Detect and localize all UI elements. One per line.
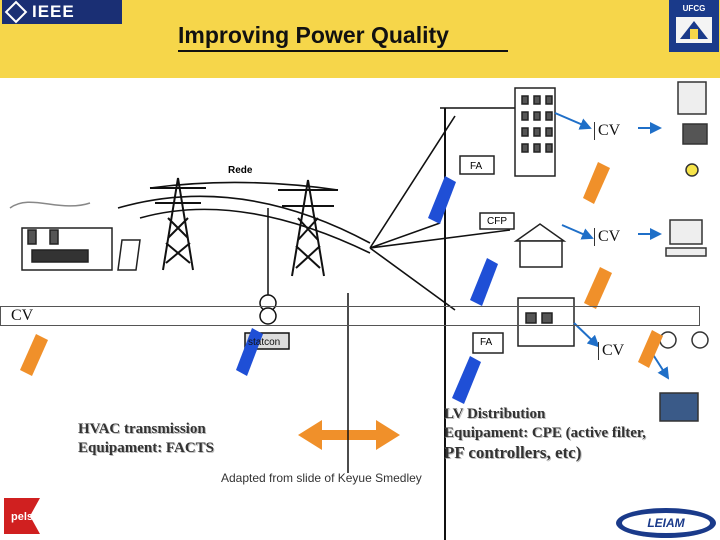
lv-line-3: PF controllers, etc) <box>444 443 582 462</box>
fa-lower-label: FA <box>480 337 493 348</box>
cv-box-lower: CV <box>598 342 628 360</box>
loads <box>659 81 709 422</box>
hvac-line-2: Equipament: FACTS <box>78 440 214 456</box>
cfp-label: CFP <box>487 216 507 227</box>
pels-logo: pels <box>0 490 44 538</box>
blue-arrow <box>428 176 456 224</box>
pels-logo-text: pels <box>11 511 33 523</box>
bulb-icon <box>685 163 699 177</box>
ieee-logo: IEEE <box>2 0 122 24</box>
transmission-tower-left <box>150 177 206 271</box>
ieee-diamond-icon <box>4 0 28 24</box>
credit-text: Adapted from slide of Keyue Smedley <box>221 471 422 485</box>
statcon-label: statcon <box>248 337 281 348</box>
statcon-unit <box>244 208 290 350</box>
blue-arrow <box>470 258 498 306</box>
hvac-text: HVAC transmission Equipament: FACTS <box>78 420 214 458</box>
blue-arrow <box>236 328 263 376</box>
cv-box-top: CV <box>594 122 624 140</box>
lv-line-1: LV Distribution <box>444 406 546 422</box>
hvac-line-1: HVAC transmission <box>78 421 206 437</box>
blue-arrow <box>452 356 481 404</box>
ufcg-logo-text: UFCG <box>682 4 706 13</box>
leiam-logo-text: LEIAM <box>647 516 685 530</box>
power-grid-diagram <box>9 81 709 540</box>
double-arrow <box>298 420 400 450</box>
page-title: Improving Power Quality <box>178 22 449 48</box>
cv-box-middle: CV <box>594 228 624 246</box>
cv-box-left: CV <box>0 306 700 326</box>
fa-upper-label: FA <box>470 161 483 172</box>
orange-arrow <box>638 330 663 368</box>
orange-arrow <box>583 162 610 204</box>
leiam-logo: LEIAM <box>616 508 716 538</box>
tv-icon <box>682 123 708 145</box>
ieee-logo-text: IEEE <box>32 2 75 21</box>
small-blue-arrows <box>554 112 670 380</box>
lv-line-2: Equipament: CPE (active filter, <box>444 425 646 441</box>
lv-text: LV Distribution Equipament: CPE (active … <box>444 405 646 462</box>
orange-arrow <box>20 334 48 376</box>
motor-icon <box>659 392 699 422</box>
rede-label: Rede <box>228 165 253 176</box>
computer-icon <box>669 219 703 245</box>
transmission-tower-right <box>278 179 338 277</box>
header-band: IEEE Improving Power Quality UFCG <box>0 0 720 78</box>
ufcg-emblem-icon <box>676 17 712 43</box>
power-plant <box>9 201 141 271</box>
blue-arrows <box>236 176 498 404</box>
title-underline <box>178 50 508 52</box>
fridge-icon <box>677 81 707 115</box>
ufcg-logo: UFCG <box>669 0 719 52</box>
orange-arrow <box>584 267 612 309</box>
orange-arrows <box>20 162 663 450</box>
